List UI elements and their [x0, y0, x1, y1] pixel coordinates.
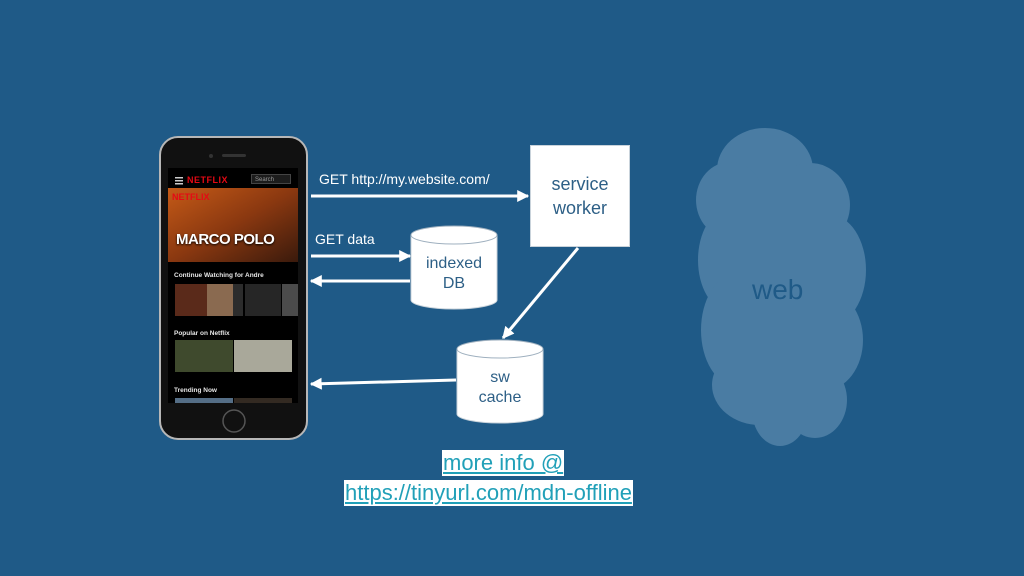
app-search-input[interactable]: Search [251, 174, 291, 184]
section-continue-watching: Continue Watching for Andre [174, 272, 264, 279]
more-info-link[interactable]: more info @ [442, 450, 565, 476]
indexed-db-label-line1: indexed [425, 255, 483, 272]
web-label: web [752, 274, 804, 305]
get-url-label: GET http://my.website.com/ [319, 171, 490, 187]
section-popular: Popular on Netflix [174, 330, 230, 337]
mdn-offline-link[interactable]: https://tinyurl.com/mdn-offline [344, 480, 633, 506]
indexed-db-label-line2: DB [442, 275, 466, 292]
service-worker-label-line2: worker [552, 198, 607, 218]
sw-cache-label-line2: cache [478, 389, 522, 406]
section-trending: Trending Now [174, 387, 217, 394]
sw-cache-label-line1: sw [490, 369, 510, 386]
service-worker-label-line1: service [551, 174, 609, 194]
service-worker-box: service worker [530, 145, 630, 247]
hero-brand: NETFLIX [172, 192, 210, 202]
indexed-db-cylinder [410, 225, 498, 310]
sw-cache-cylinder [456, 339, 544, 424]
app-brand-logo: NETFLIX [187, 175, 228, 185]
get-data-label: GET data [315, 231, 375, 247]
sw-to-cache-arrow [501, 247, 580, 339]
phone-mockup [159, 136, 308, 440]
web-cloud [696, 128, 866, 446]
indexed-db-label: indexed DB [411, 254, 497, 294]
cache-response-arrow [309, 377, 457, 390]
hero-title: MARCO POLO [176, 231, 275, 248]
sw-cache-label: sw cache [457, 368, 543, 408]
